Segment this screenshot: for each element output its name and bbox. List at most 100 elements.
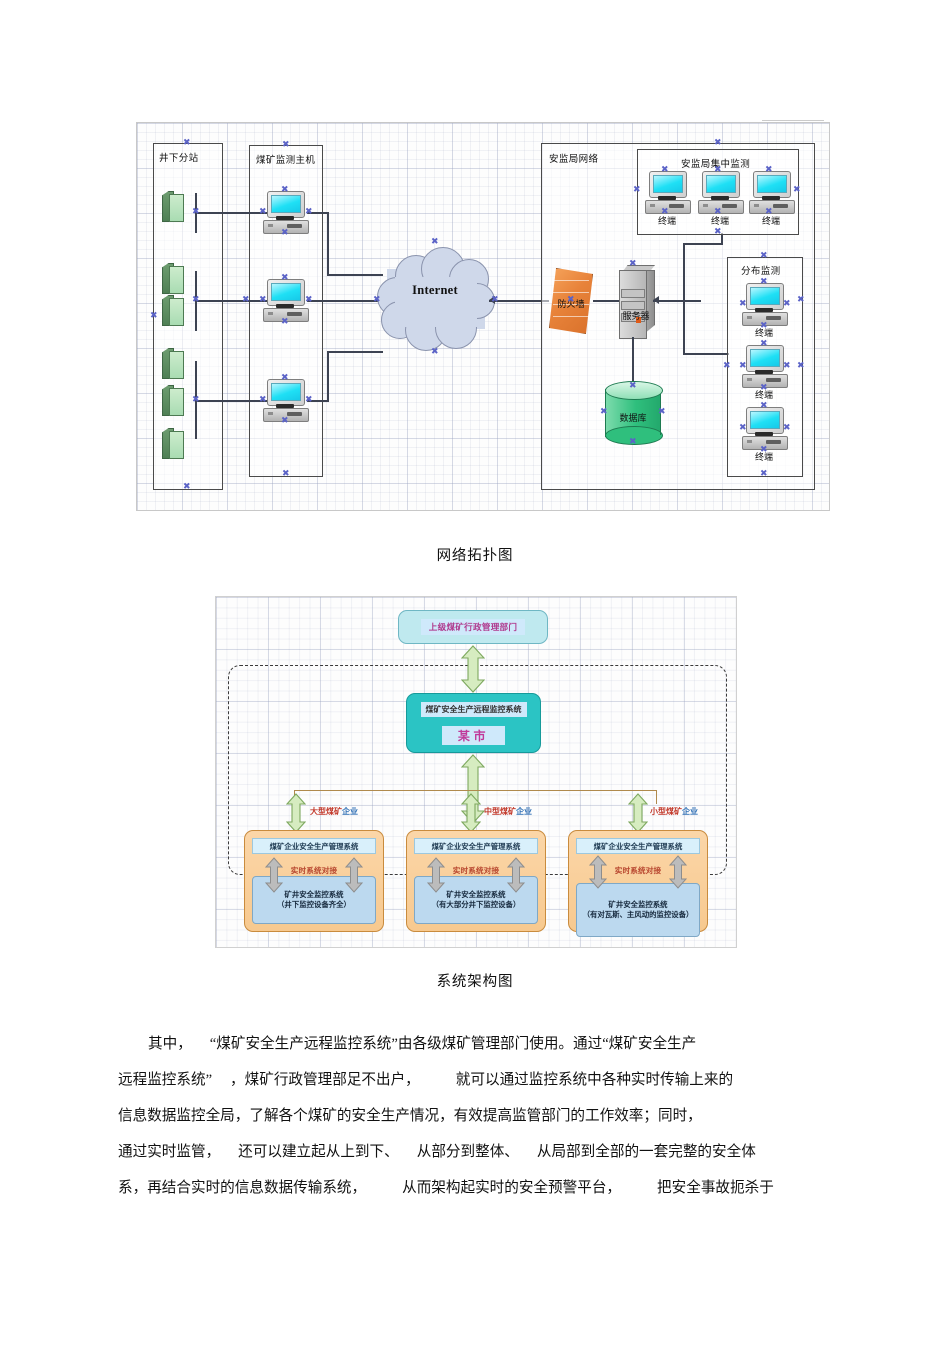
bidirectional-arrow-large-mine (286, 793, 306, 833)
database-icon: 数据库 (605, 381, 663, 445)
selection-handle (150, 313, 157, 320)
zone-label-distributed: 分布监测 (741, 267, 781, 277)
bidirectional-arrow-medium-mine (461, 793, 481, 833)
selection-handle (431, 349, 438, 356)
selection-handle (765, 209, 772, 216)
selection-handle (739, 301, 746, 308)
enterprise-column-large: 煤矿企业安全生产管理系统 实时系统对接 矿井安全监控系统 （井下监控设备齐全） (244, 830, 384, 932)
selection-handle (714, 209, 721, 216)
selection-handle (281, 418, 288, 425)
selection-handle (760, 323, 767, 330)
selection-handle (259, 397, 266, 404)
zone-label-mine-host: 煤矿监测主机 (256, 156, 316, 166)
center-system-city: 某市 (441, 725, 506, 745)
mine-system-note: （有对瓦斯、主风动的监控设备） (582, 910, 694, 919)
bidirectional-arrow-gray (507, 857, 525, 893)
selection-handle (760, 253, 767, 260)
selection-handle (797, 297, 804, 304)
substation-icon (162, 191, 189, 222)
body-line-5b: 从而架构起实时的安全预警平台， (402, 1180, 622, 1196)
scan-artifact (762, 120, 824, 127)
selection-handle (282, 142, 289, 149)
body-line-5a: 系，再结合实时的信息数据传输系统， (118, 1180, 367, 1196)
distribution-bus (294, 790, 656, 792)
distribution-bus-drop (656, 790, 658, 804)
selection-handle (192, 297, 199, 304)
link-substation-to-host (195, 400, 273, 402)
selection-handle (305, 297, 312, 304)
distributed-terminal-icon: 终端 (742, 407, 788, 462)
selection-handle (760, 385, 767, 392)
mine-host-computer-icon (263, 279, 309, 322)
selection-handle (629, 439, 636, 446)
central-terminal-label: 终端 (710, 216, 729, 226)
link-arrow (653, 296, 659, 304)
enterprise-column-medium: 煤矿企业安全生产管理系统 实时系统对接 矿井安全监控系统 （有大部分井下监控设备… (406, 830, 546, 932)
mine-system-title: 矿井安全监控系统 (446, 890, 506, 900)
selection-handle (281, 375, 288, 382)
distributed-terminal-label: 终端 (754, 328, 773, 338)
selection-handle (760, 403, 767, 410)
internet-label: Internet (412, 283, 458, 297)
link-substation-to-host (195, 212, 273, 214)
selection-handle (739, 363, 746, 370)
selection-handle (633, 187, 640, 194)
enterprise-system-label: 煤矿企业安全生产管理系统 (414, 838, 538, 854)
selection-handle (629, 261, 636, 268)
distributed-terminal-icon: 终端 (742, 345, 788, 400)
top-authority-box: 上级煤矿行政管理部门 (398, 610, 548, 644)
selection-handle (281, 187, 288, 194)
selection-handle (714, 140, 721, 147)
selection-handle (305, 209, 312, 216)
selection-handle (760, 447, 767, 454)
figure2-caption: 系统架构图 (436, 974, 514, 990)
body-line-2a: 远程监控系统” (118, 1072, 213, 1088)
mine-system-title: 矿井安全监控系统 (284, 890, 344, 900)
selection-handle (282, 471, 289, 478)
selection-handle (723, 363, 730, 370)
scale-label-large-suffix: 企业 (342, 807, 358, 816)
bus-to-central-monitor (683, 243, 723, 245)
bus-to-distributed (683, 353, 729, 355)
selection-handle (783, 425, 790, 432)
link-host-to-internet (327, 274, 383, 276)
link-server-to-bus (653, 300, 701, 302)
selection-handle (491, 297, 498, 304)
center-system-box: 煤矿安全生产远程监控系统 某市 (406, 693, 541, 753)
central-terminal-icon: 终端 (645, 171, 691, 226)
selection-handle (192, 397, 199, 404)
selection-handle (714, 167, 721, 174)
mine-monitor-system-box: 矿井安全监控系统 （有对瓦斯、主风动的监控设备） (576, 883, 700, 937)
body-line-1a: 其中， (148, 1036, 192, 1052)
interface-label: 实时系统对接 (290, 865, 338, 875)
scale-label-medium: 中型煤矿企业 (484, 806, 532, 817)
selection-handle (281, 230, 288, 237)
body-line-4b: 还可以建立起从上到下、 (238, 1144, 399, 1160)
selection-handle (259, 297, 266, 304)
link-substation-to-host (195, 300, 273, 302)
substation-icon (162, 428, 189, 459)
body-line-4: 通过实时监管，还可以建立起从上到下、从部分到整体、从局部到全部的一套完整的安全体 (118, 1134, 830, 1170)
selection-handle (431, 239, 438, 246)
central-terminal-label: 终端 (657, 216, 676, 226)
link-host-to-internet (327, 351, 383, 353)
bidirectional-arrow-small-mine (628, 793, 648, 833)
selection-handle (281, 275, 288, 282)
bidirectional-arrow-gray (427, 857, 445, 893)
body-line-1: 其中， “煤矿安全生产远程监控系统”由各级煤矿管理部门使用。通过“煤矿安全生产 (118, 1026, 830, 1062)
body-line-1b: “煤矿安全生产远程监控系统”由各级煤矿管理部门使用。通过“煤矿安全生产 (209, 1036, 697, 1052)
scale-label-small: 小型煤矿企业 (650, 806, 698, 817)
selection-handle (793, 187, 800, 194)
selection-handle (192, 209, 199, 216)
body-line-2b: ，煤矿行政管理部足不出户， (230, 1072, 420, 1088)
link-server-to-database (632, 337, 634, 389)
substation-icon (162, 295, 189, 326)
interface-label: 实时系统对接 (452, 865, 500, 875)
scale-label-small-suffix: 企业 (682, 807, 698, 816)
selection-handle (797, 363, 804, 370)
body-line-3: 信息数据监控全局，了解各个煤矿的安全生产情况，有效提高监管部门的工作效率；同时， (118, 1108, 702, 1124)
body-text-block: 其中， “煤矿安全生产远程监控系统”由各级煤矿管理部门使用。通过“煤矿安全生产 远… (118, 1026, 830, 1206)
link-internet-to-firewall (489, 300, 549, 302)
selection-handle (259, 209, 266, 216)
